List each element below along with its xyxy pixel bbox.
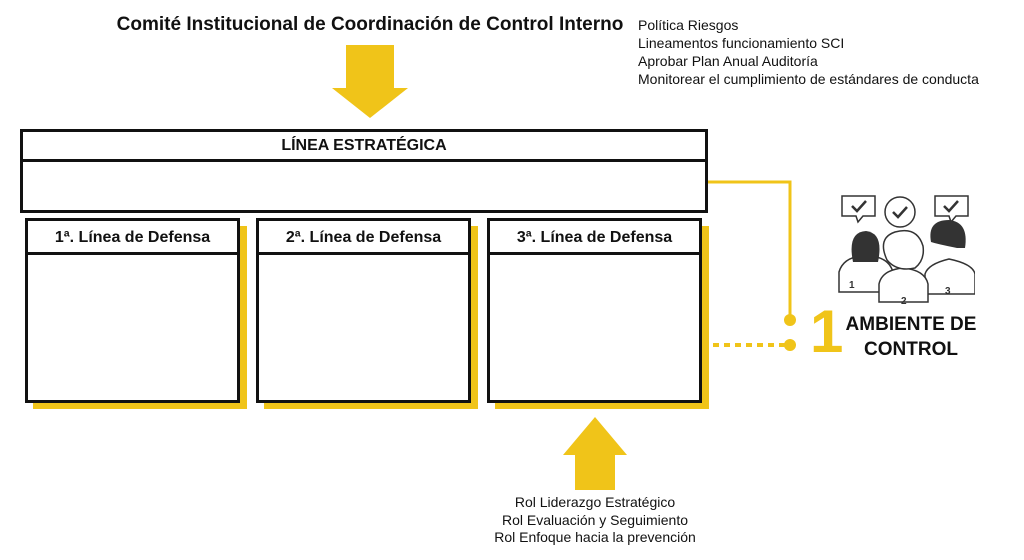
figure-number: 1 [849, 280, 855, 291]
defense-line-1: 1ª. Línea de Defensa [25, 218, 240, 403]
page-title: Comité Institucional de Coordinación de … [116, 14, 624, 35]
defense-line-header: 1ª. Línea de Defensa [28, 221, 237, 255]
function-item: Política Riesgos [638, 17, 739, 33]
defense-line-2: 2ª. Línea de Defensa [256, 218, 471, 403]
component-title-line: AMBIENTE DE [845, 314, 977, 335]
strategic-line-header: LÍNEA ESTRATÉGICA [23, 132, 705, 162]
figure-number: 3 [945, 286, 951, 297]
defense-line-3: 3ª. Línea de Defensa [487, 218, 702, 403]
committee-functions: Política Riesgos Lineamentos funcionamie… [638, 16, 979, 88]
defense-line-header: 3ª. Línea de Defensa [490, 221, 699, 255]
strategic-connector [670, 180, 792, 320]
people-discussion-icon: 1 2 3 [838, 195, 975, 304]
up-arrow-icon [563, 417, 627, 490]
roles-list: Rol Liderazgo Estratégico Rol Evaluación… [440, 494, 750, 547]
role-item: Rol Enfoque hacia la prevención [494, 529, 696, 545]
defense-line-header: 2ª. Línea de Defensa [259, 221, 468, 255]
function-item: Lineamentos funcionamiento SCI [638, 35, 845, 51]
strategic-line-box: LÍNEA ESTRATÉGICA [20, 129, 708, 213]
down-arrow-icon [332, 45, 408, 118]
role-item: Rol Evaluación y Seguimiento [502, 511, 688, 528]
component-number: 1 [810, 298, 844, 365]
function-item: Aprobar Plan Anual Auditoría [638, 53, 818, 69]
component-title-line: CONTROL [864, 339, 958, 360]
figure-number: 2 [901, 296, 907, 304]
component-title: AMBIENTE DE CONTROL [836, 312, 986, 362]
role-item: Rol Liderazgo Estratégico [514, 494, 676, 510]
function-item: Monitorear el cumplimiento de estándares… [638, 71, 979, 87]
